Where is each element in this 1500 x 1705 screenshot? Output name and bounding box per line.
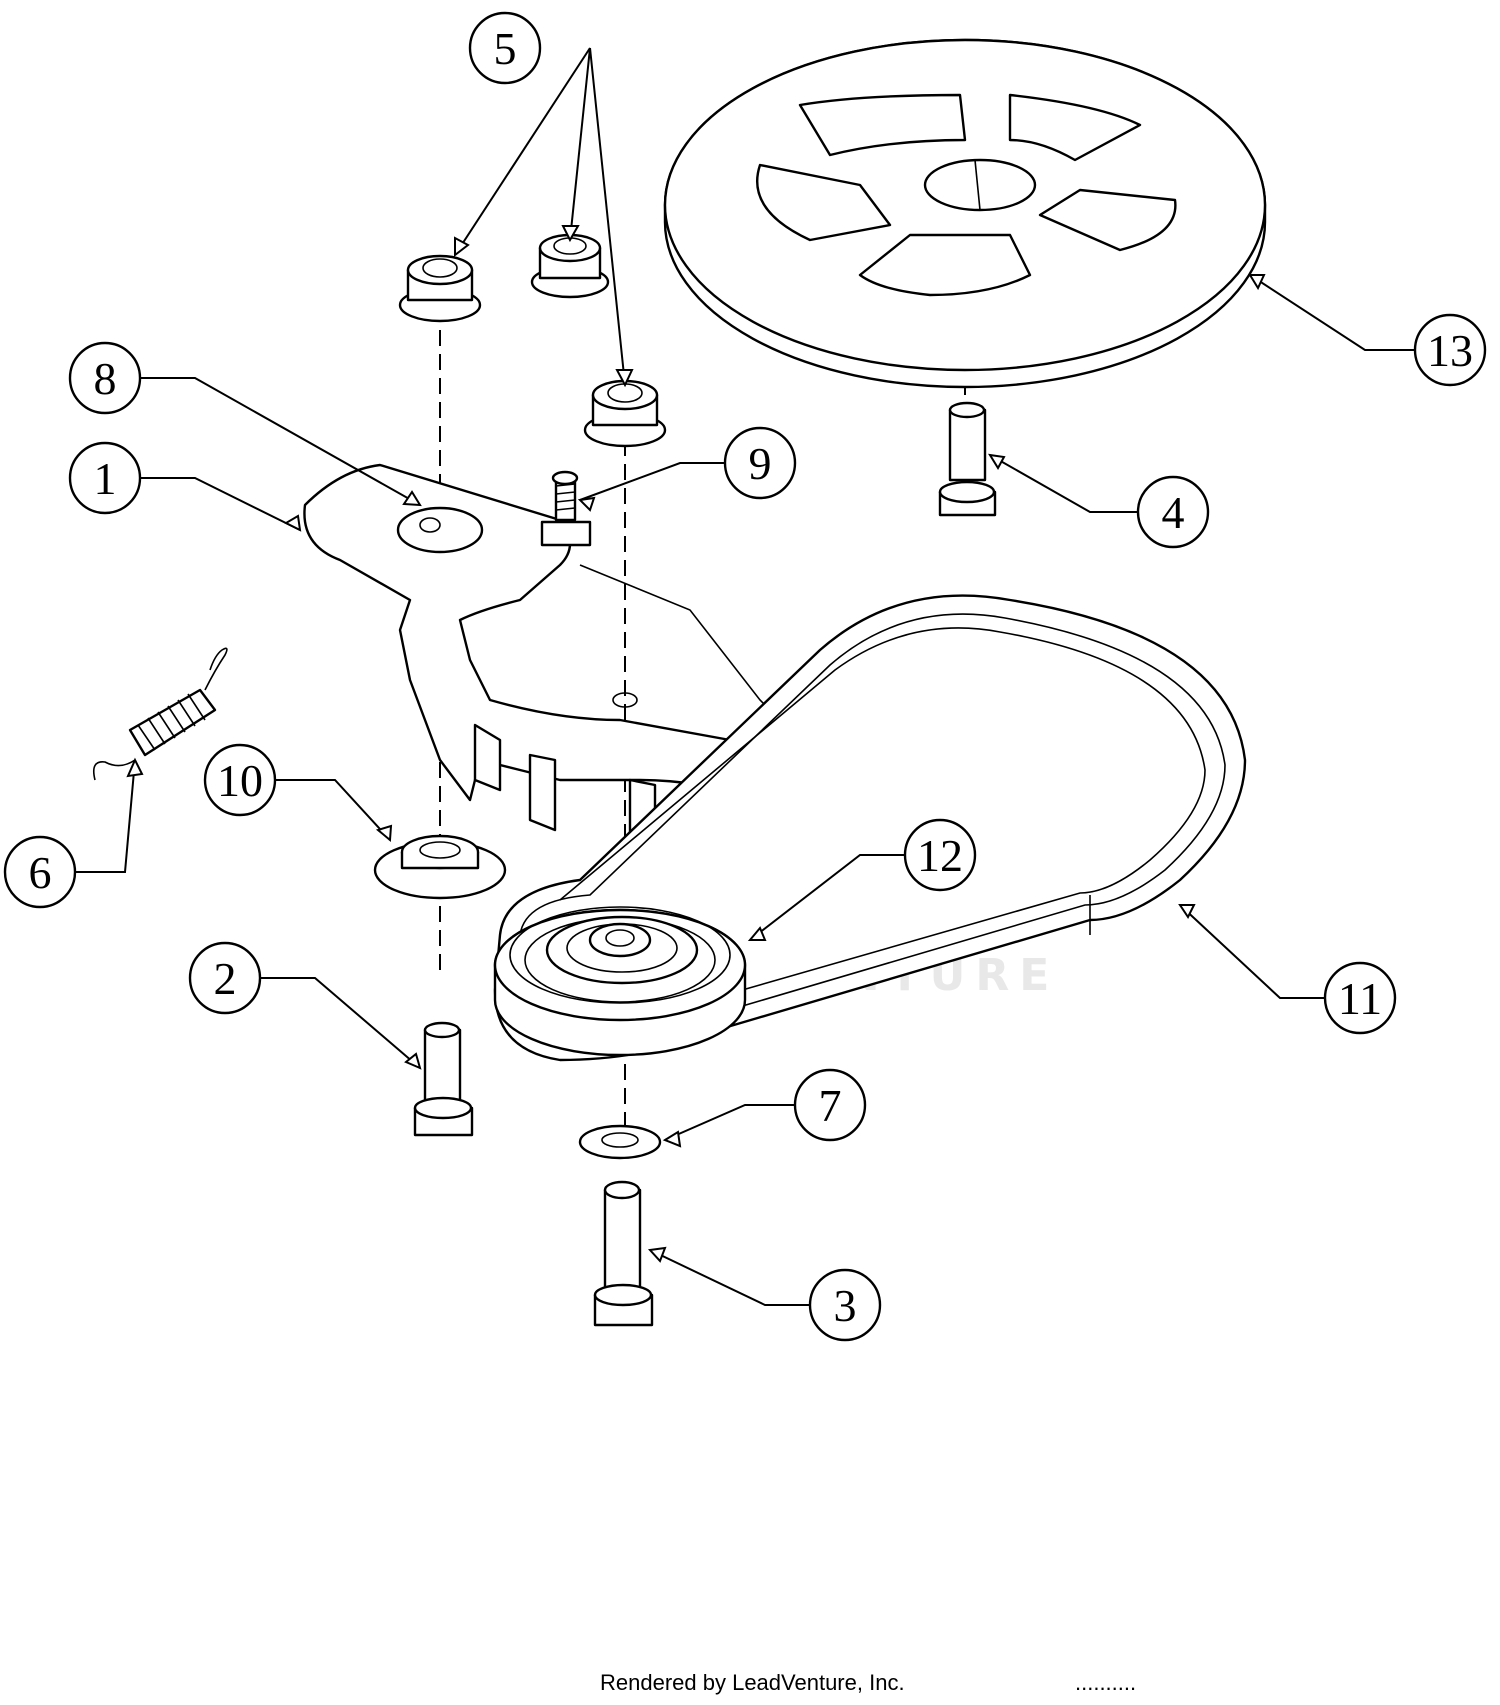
- leader-13: [1249, 274, 1415, 351]
- footer-credit: Rendered by LeadVenture, Inc.: [600, 1670, 905, 1695]
- callout-2-label: 2: [214, 953, 237, 1004]
- callout-7: 7: [793, 1068, 867, 1142]
- leader-lines: [75, 47, 1415, 1306]
- callout-7-label: 7: [819, 1080, 842, 1131]
- callout-2: 2: [188, 941, 262, 1015]
- callout-11-label: 11: [1338, 973, 1382, 1024]
- part-6-spring: [92, 647, 228, 781]
- part-9-stud: [540, 470, 592, 547]
- leader-6: [75, 759, 136, 873]
- part-3-bolt: [593, 1180, 654, 1327]
- leader-2: [260, 977, 421, 1069]
- callout-3-label: 3: [834, 1280, 857, 1331]
- leader-10: [275, 779, 391, 841]
- part-13-large-pulley: [663, 38, 1267, 389]
- callout-3: 3: [808, 1268, 882, 1342]
- callout-6-label: 6: [29, 847, 52, 898]
- leader-4: [989, 454, 1138, 513]
- callout-13-label: 13: [1427, 325, 1473, 376]
- part-5-flange-nut-left: [398, 254, 482, 323]
- callout-5-label: 5: [494, 23, 517, 74]
- leader-5c: [589, 47, 626, 386]
- leader-8: [140, 377, 421, 506]
- part-7-washer: [578, 1124, 662, 1160]
- callout-12-label: 12: [917, 830, 963, 881]
- leader-5a: [454, 47, 591, 256]
- leader-12: [749, 854, 905, 941]
- callout-1: 1: [68, 441, 142, 515]
- leader-3: [649, 1249, 810, 1306]
- callout-8: 8: [68, 341, 142, 415]
- callout-1-label: 1: [94, 453, 117, 504]
- callout-13: 13: [1413, 313, 1487, 387]
- part-12-idler-pulley: [493, 906, 747, 1057]
- callout-12: 12: [903, 818, 977, 892]
- footer-dots: ..........: [1075, 1670, 1136, 1695]
- callout-10-label: 10: [217, 755, 263, 806]
- part-4-bolt: [938, 401, 997, 517]
- part-5-flange-nut-middle: [530, 233, 610, 299]
- callout-9: 9: [723, 426, 797, 500]
- callout-11: 11: [1323, 961, 1397, 1035]
- callout-6: 6: [3, 835, 77, 909]
- arrowheads: [126, 225, 1266, 1263]
- part-10-spacer: [373, 834, 507, 900]
- leader-5b: [569, 47, 591, 241]
- callout-4: 4: [1136, 475, 1210, 549]
- callout-9-label: 9: [749, 438, 772, 489]
- callout-5: 5: [468, 11, 542, 85]
- part-2-bolt: [413, 1021, 474, 1137]
- callout-4-label: 4: [1162, 487, 1185, 538]
- callout-10: 10: [203, 743, 277, 817]
- leader-11: [1179, 904, 1325, 999]
- callout-8-label: 8: [94, 353, 117, 404]
- leader-7: [664, 1104, 795, 1141]
- leader-9: [579, 462, 725, 501]
- leader-1: [140, 477, 301, 531]
- part-5-flange-nut-right: [583, 379, 667, 448]
